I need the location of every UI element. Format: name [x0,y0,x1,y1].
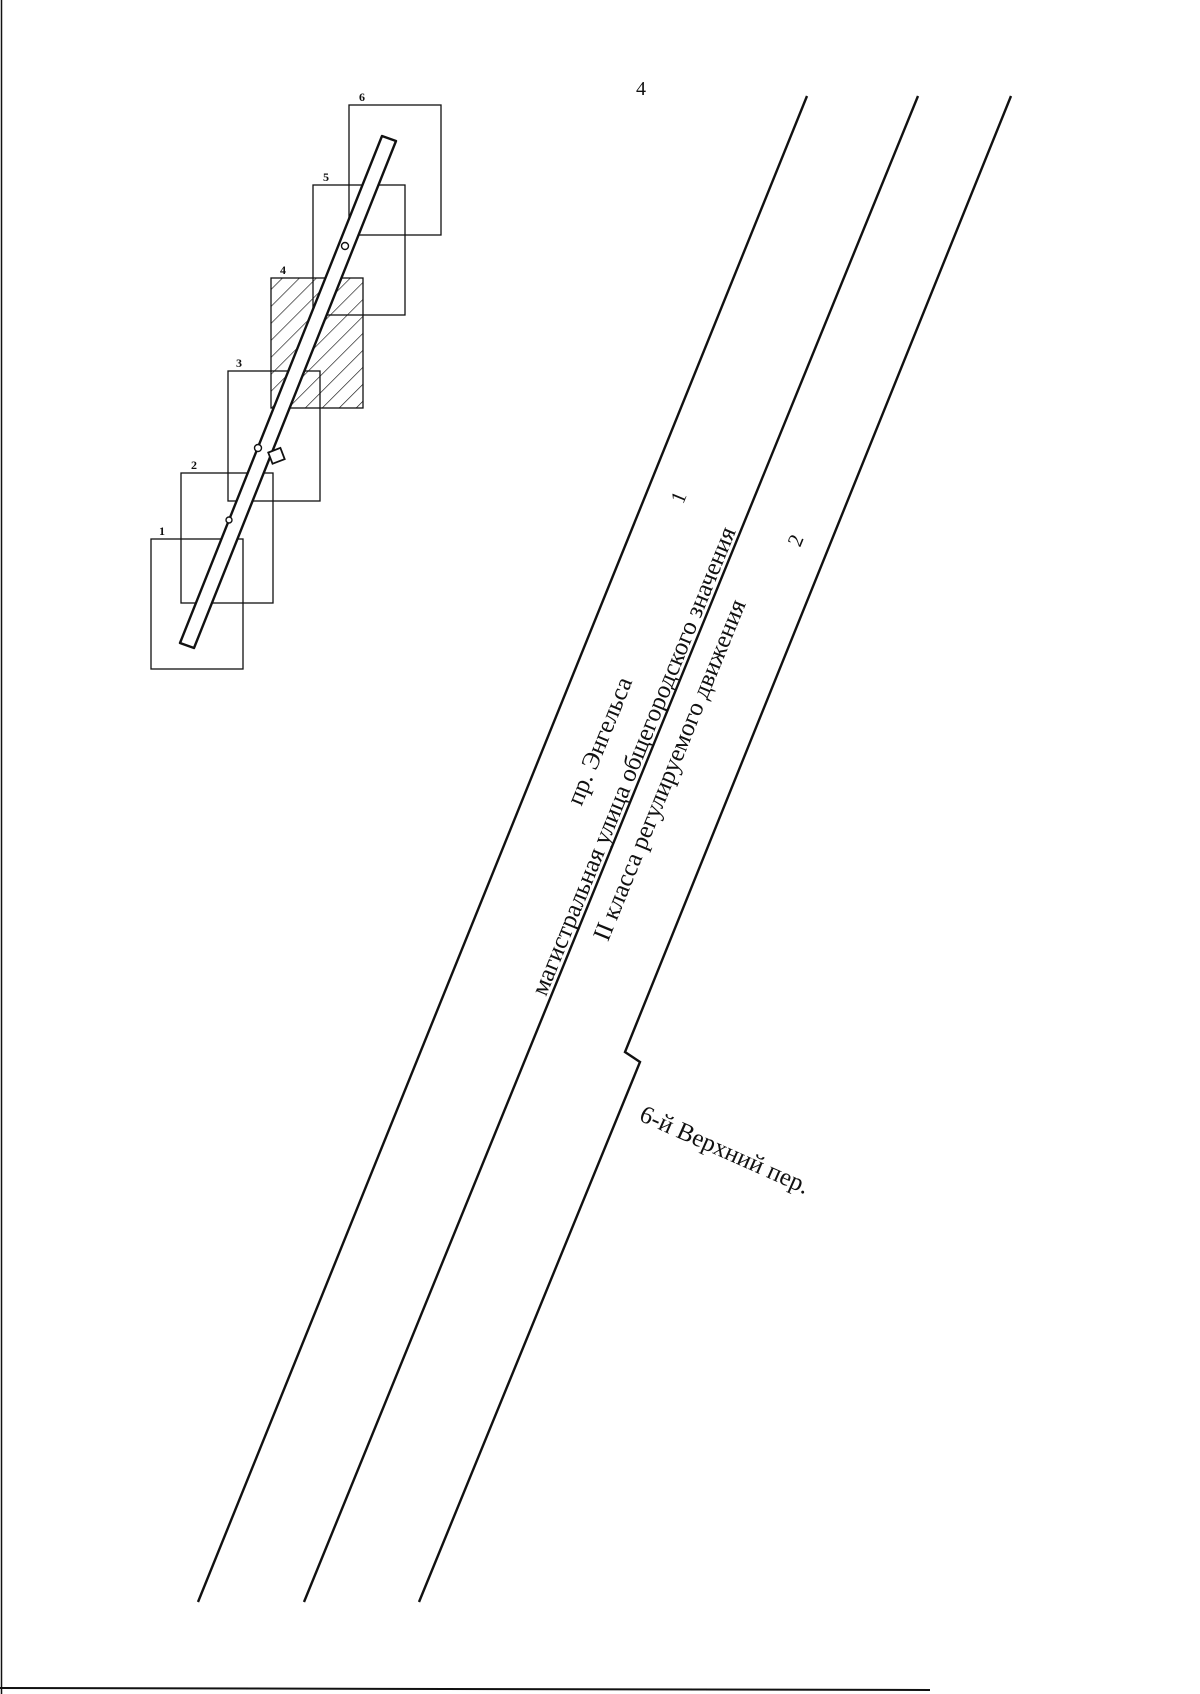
scan-bottom-edge [0,1687,931,1691]
fragment-frame-2 [180,472,274,604]
fragment-frame-5 [312,184,406,316]
plot-notch [267,446,286,465]
plot-node [253,443,263,453]
street-line-middle [302,95,920,1603]
fragment-label-2: 2 [191,458,197,472]
fragment-label-4: 4 [280,263,286,277]
fragment-label-3: 3 [236,356,242,370]
plot-node [340,241,350,251]
fragment-frame-1 [150,538,244,670]
fragment-label-6: 6 [359,90,365,104]
land-plot-outline [178,134,398,650]
zone-number-2: 2 [782,531,808,550]
side-street-label: 6-й Верхний пер. [636,1101,814,1200]
page-number: 4 [636,78,646,100]
zone-number-1: 1 [665,488,691,507]
plot-node [225,516,233,524]
street-line-right [417,95,1013,1603]
fragment-label-1: 1 [159,524,165,538]
street-line-left [196,95,809,1603]
street-category-label: магистральная улица общегородского значе… [526,523,741,1000]
fragment-frame-6 [348,104,442,236]
fragment-label-5: 5 [323,170,329,184]
